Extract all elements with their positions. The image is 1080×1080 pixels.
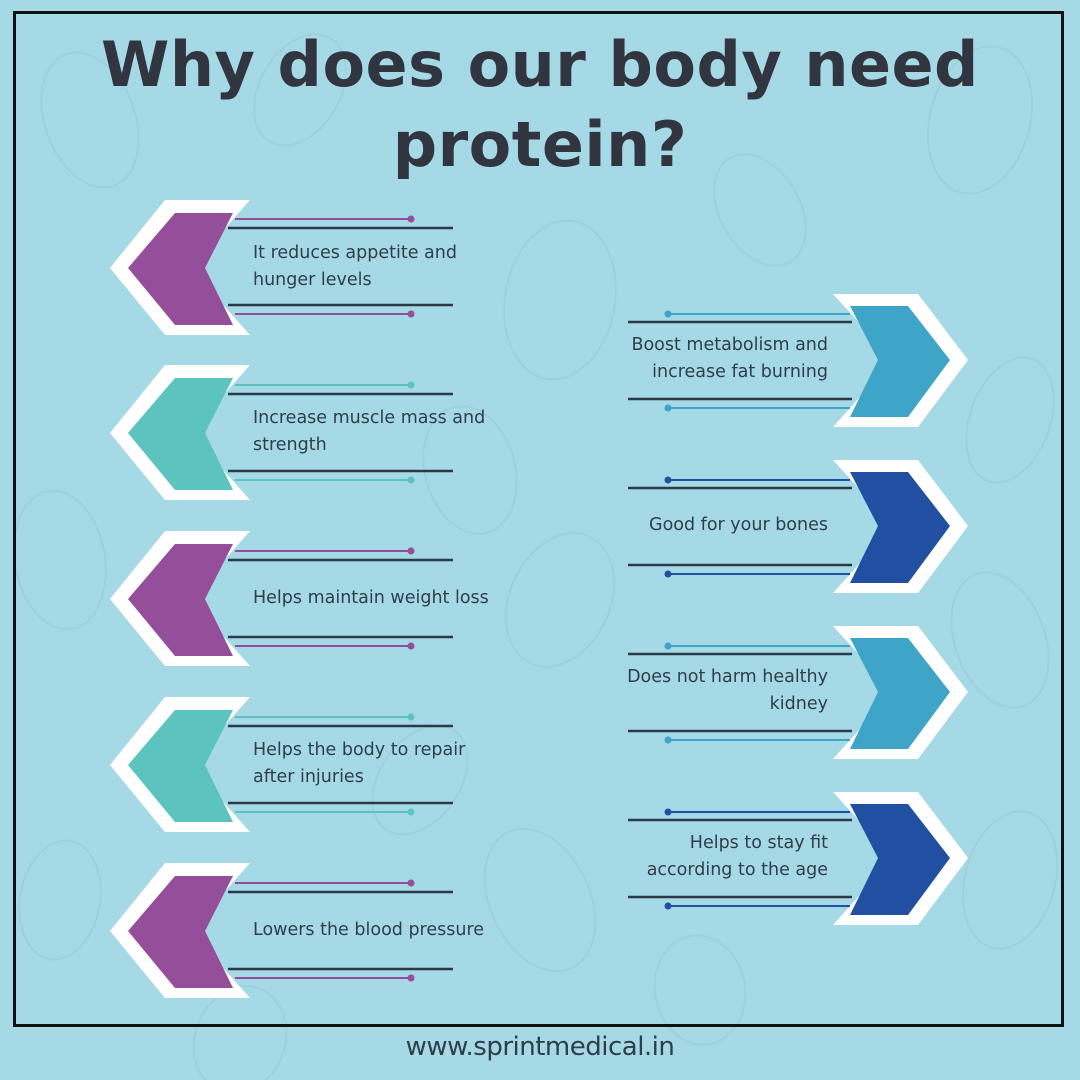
chevron-right-icon — [628, 294, 968, 427]
chevron-right-icon — [628, 460, 968, 593]
website-link[interactable]: www.sprintmedical.in — [405, 1032, 675, 1062]
benefit-label: Does not harm healthy kidney — [627, 667, 828, 714]
benefit-item-bones: Good for your bones — [600, 458, 980, 608]
benefit-item-appetite: It reduces appetite and hunger levels — [105, 200, 505, 350]
benefit-item-muscle: Increase muscle mass and strength — [105, 365, 505, 515]
title-line-1: Why does our body need — [101, 28, 979, 101]
benefit-item-metabolism: Boost metabolism and increase fat burnin… — [600, 292, 980, 442]
benefit-item-fitness: Helps to stay fit according to the age — [600, 790, 980, 940]
benefit-label: Boost metabolism and increase fat burnin… — [631, 335, 828, 382]
chevron-right-icon — [628, 626, 968, 759]
benefit-item-blood-pressure: Lowers the blood pressure — [105, 863, 505, 1013]
chevron-left-icon — [110, 200, 453, 335]
benefit-label: Lowers the blood pressure — [253, 919, 485, 940]
benefit-label: Helps to stay fit according to the age — [646, 833, 828, 880]
chevron-right-icon — [628, 792, 968, 925]
benefit-item-kidney: Does not harm healthy kidney — [600, 624, 980, 774]
page-title: Why does our body need protein? — [0, 25, 1080, 185]
benefit-label: Good for your bones — [649, 514, 828, 535]
chevron-left-icon — [110, 697, 453, 832]
benefit-item-repair: Helps the body to repair after injuries — [105, 697, 505, 847]
chevron-left-icon — [110, 531, 453, 666]
chevron-left-icon — [110, 863, 453, 998]
chevron-left-icon — [110, 365, 453, 500]
benefit-label: Helps maintain weight loss — [253, 587, 489, 608]
title-line-2: protein? — [392, 108, 688, 181]
benefit-label: Helps the body to repair after injuries — [253, 740, 466, 787]
content-frame — [13, 11, 1064, 1027]
benefit-label: Increase muscle mass and strength — [253, 408, 486, 455]
benefit-item-weight-loss: Helps maintain weight loss — [105, 531, 505, 681]
benefit-label: It reduces appetite and hunger levels — [253, 243, 457, 290]
